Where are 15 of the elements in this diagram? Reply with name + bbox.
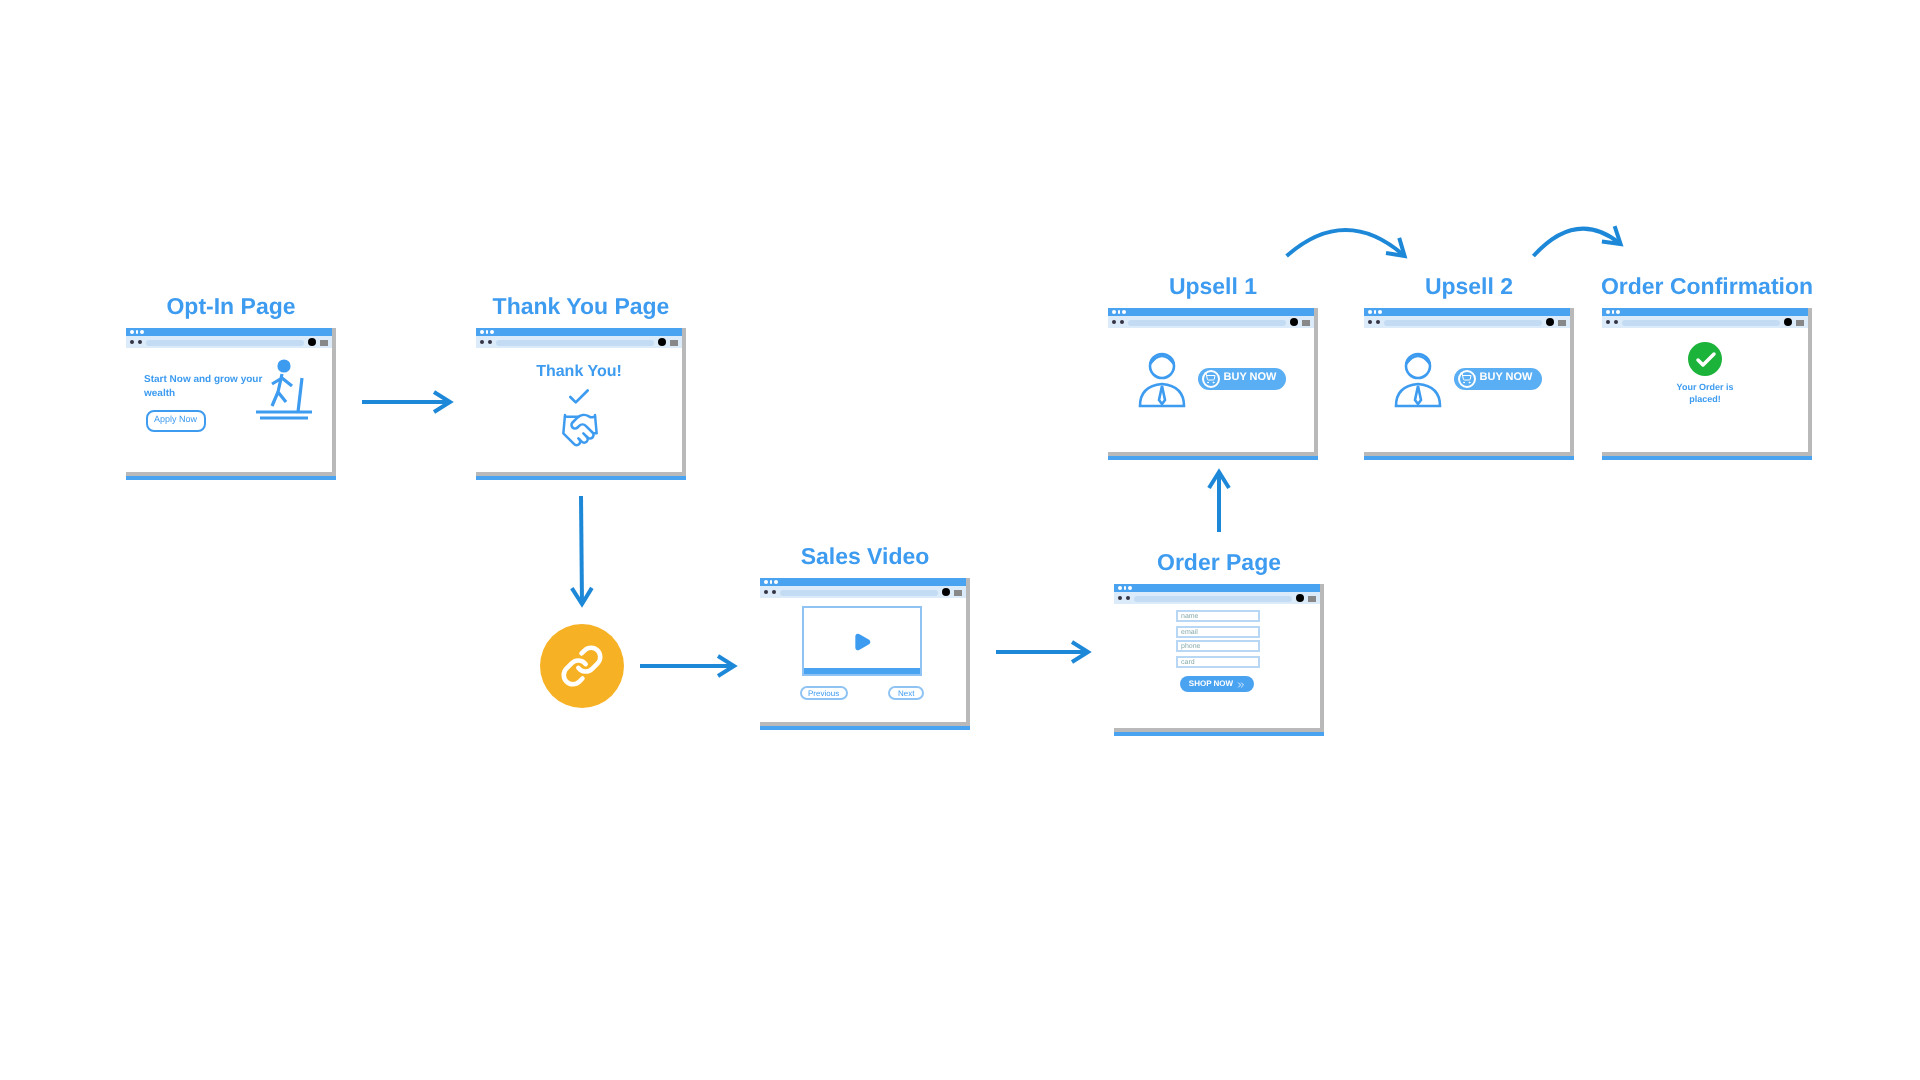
page-title: Upsell 1: [1168, 274, 1258, 304]
page-title: Thank You Page: [492, 294, 670, 324]
arrow: [640, 654, 736, 678]
arrow: [1285, 228, 1407, 258]
page-title: Opt-In Page: [166, 294, 296, 324]
page-title: Sales Video: [800, 544, 930, 574]
page-title: Order Page: [1157, 550, 1281, 580]
page-title: Upsell 2: [1424, 274, 1514, 304]
arrow: [362, 390, 452, 414]
thank-you-text: Thank You!: [536, 360, 622, 384]
arrow: [1207, 470, 1231, 532]
page-title: Order Confirmation: [1600, 274, 1814, 304]
arrow: [569, 495, 594, 606]
arrow: [996, 640, 1090, 664]
arrow: [1531, 224, 1623, 258]
